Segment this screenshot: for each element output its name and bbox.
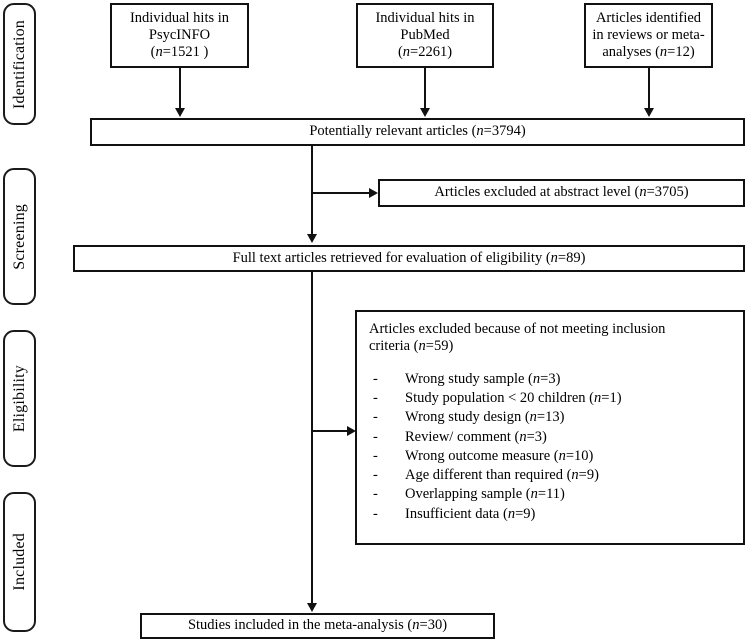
excluded-criteria-heading-line-2: criteria (n=59) xyxy=(369,338,454,355)
arrowhead-psycinfo-down xyxy=(175,108,185,117)
connector-reviews-down xyxy=(648,68,650,110)
psycinfo-line-3: (n=1521 ) xyxy=(150,44,209,61)
node-psycinfo-hits: Individual hits in PsycINFO (n=1521 ) xyxy=(110,3,249,68)
exclusion-item-text: Study population < 20 children (n=1) xyxy=(405,390,622,407)
connector-branch-excluded-abstract xyxy=(313,192,371,194)
arrowhead-excluded-abstract xyxy=(369,188,378,198)
list-item: Study population < 20 children (n=1) xyxy=(369,389,731,409)
arrowhead-trunk-to-included xyxy=(307,603,317,612)
list-item: Wrong outcome measure (n=10) xyxy=(369,447,731,467)
excluded-abstract-text: Articles excluded at abstract level (n=3… xyxy=(434,184,689,201)
exclusion-item-text: Wrong study sample (n=3) xyxy=(405,370,561,387)
list-item: Wrong study design (n=13) xyxy=(369,408,731,428)
psycinfo-line-2: PsycINFO xyxy=(148,26,211,43)
node-studies-included: Studies included in the meta-analysis (n… xyxy=(140,613,495,639)
reviews-line-1: Articles identified xyxy=(595,9,702,26)
node-articles-excluded-abstract: Articles excluded at abstract level (n=3… xyxy=(378,179,745,207)
stage-pill-included: Included xyxy=(3,492,36,632)
list-item: Wrong study sample (n=3) xyxy=(369,370,731,390)
stage-label-identification: Identification xyxy=(10,19,28,109)
exclusion-item-text: Overlapping sample (n=11) xyxy=(405,486,565,503)
exclusion-item-text: Wrong outcome measure (n=10) xyxy=(405,447,594,464)
pubmed-line-2: PubMed xyxy=(400,26,450,43)
arrowhead-excluded-criteria xyxy=(347,426,356,436)
arrowhead-trunk-to-full-text xyxy=(307,234,317,243)
node-reviews-meta-analyses: Articles identified in reviews or meta- … xyxy=(584,3,713,68)
exclusion-item-text: Wrong study design (n=13) xyxy=(405,409,565,426)
connector-trunk-screening xyxy=(311,146,313,236)
node-pubmed-hits: Individual hits in PubMed (n=2261) xyxy=(356,3,494,68)
stage-label-included: Included xyxy=(10,533,28,591)
reviews-line-2: in reviews or meta- xyxy=(592,26,705,43)
exclusion-item-text: Age different than required (n=9) xyxy=(405,467,599,484)
stage-pill-screening: Screening xyxy=(3,168,36,305)
node-full-text-articles: Full text articles retrieved for evaluat… xyxy=(73,245,745,272)
stage-pill-eligibility: Eligibility xyxy=(3,330,36,467)
reviews-line-3: analyses (n=12) xyxy=(602,44,695,61)
excluded-criteria-heading: Articles excluded because of not meeting… xyxy=(369,321,731,356)
pubmed-line-1: Individual hits in xyxy=(375,9,475,26)
potentially-relevant-text: Potentially relevant articles (n=3794) xyxy=(309,123,526,140)
arrowhead-reviews-down xyxy=(644,108,654,117)
pubmed-line-3: (n=2261) xyxy=(397,44,453,61)
list-item: Age different than required (n=9) xyxy=(369,466,731,486)
connector-psycinfo-down xyxy=(179,68,181,110)
excluded-criteria-list: Wrong study sample (n=3) Study populatio… xyxy=(369,370,731,525)
connector-pubmed-down xyxy=(424,68,426,110)
list-item: Review/ comment (n=3) xyxy=(369,428,731,448)
exclusion-item-text: Insufficient data (n=9) xyxy=(405,505,536,522)
list-item: Insufficient data (n=9) xyxy=(369,505,731,525)
exclusion-item-text: Review/ comment (n=3) xyxy=(405,428,547,445)
studies-included-text: Studies included in the meta-analysis (n… xyxy=(187,617,448,634)
node-articles-excluded-criteria: Articles excluded because of not meeting… xyxy=(355,310,745,545)
full-text-articles-text: Full text articles retrieved for evaluat… xyxy=(232,249,586,266)
psycinfo-line-1: Individual hits in xyxy=(129,9,230,26)
stage-pill-identification: Identification xyxy=(3,3,36,125)
list-item: Overlapping sample (n=11) xyxy=(369,485,731,505)
node-potentially-relevant-articles: Potentially relevant articles (n=3794) xyxy=(90,118,745,146)
arrowhead-pubmed-down xyxy=(420,108,430,117)
connector-trunk-eligibility xyxy=(311,272,313,605)
connector-branch-excluded-criteria xyxy=(313,430,349,432)
stage-label-eligibility: Eligibility xyxy=(10,364,28,433)
excluded-criteria-heading-line-1: Articles excluded because of not meeting… xyxy=(369,321,666,337)
stage-label-screening: Screening xyxy=(10,203,28,270)
